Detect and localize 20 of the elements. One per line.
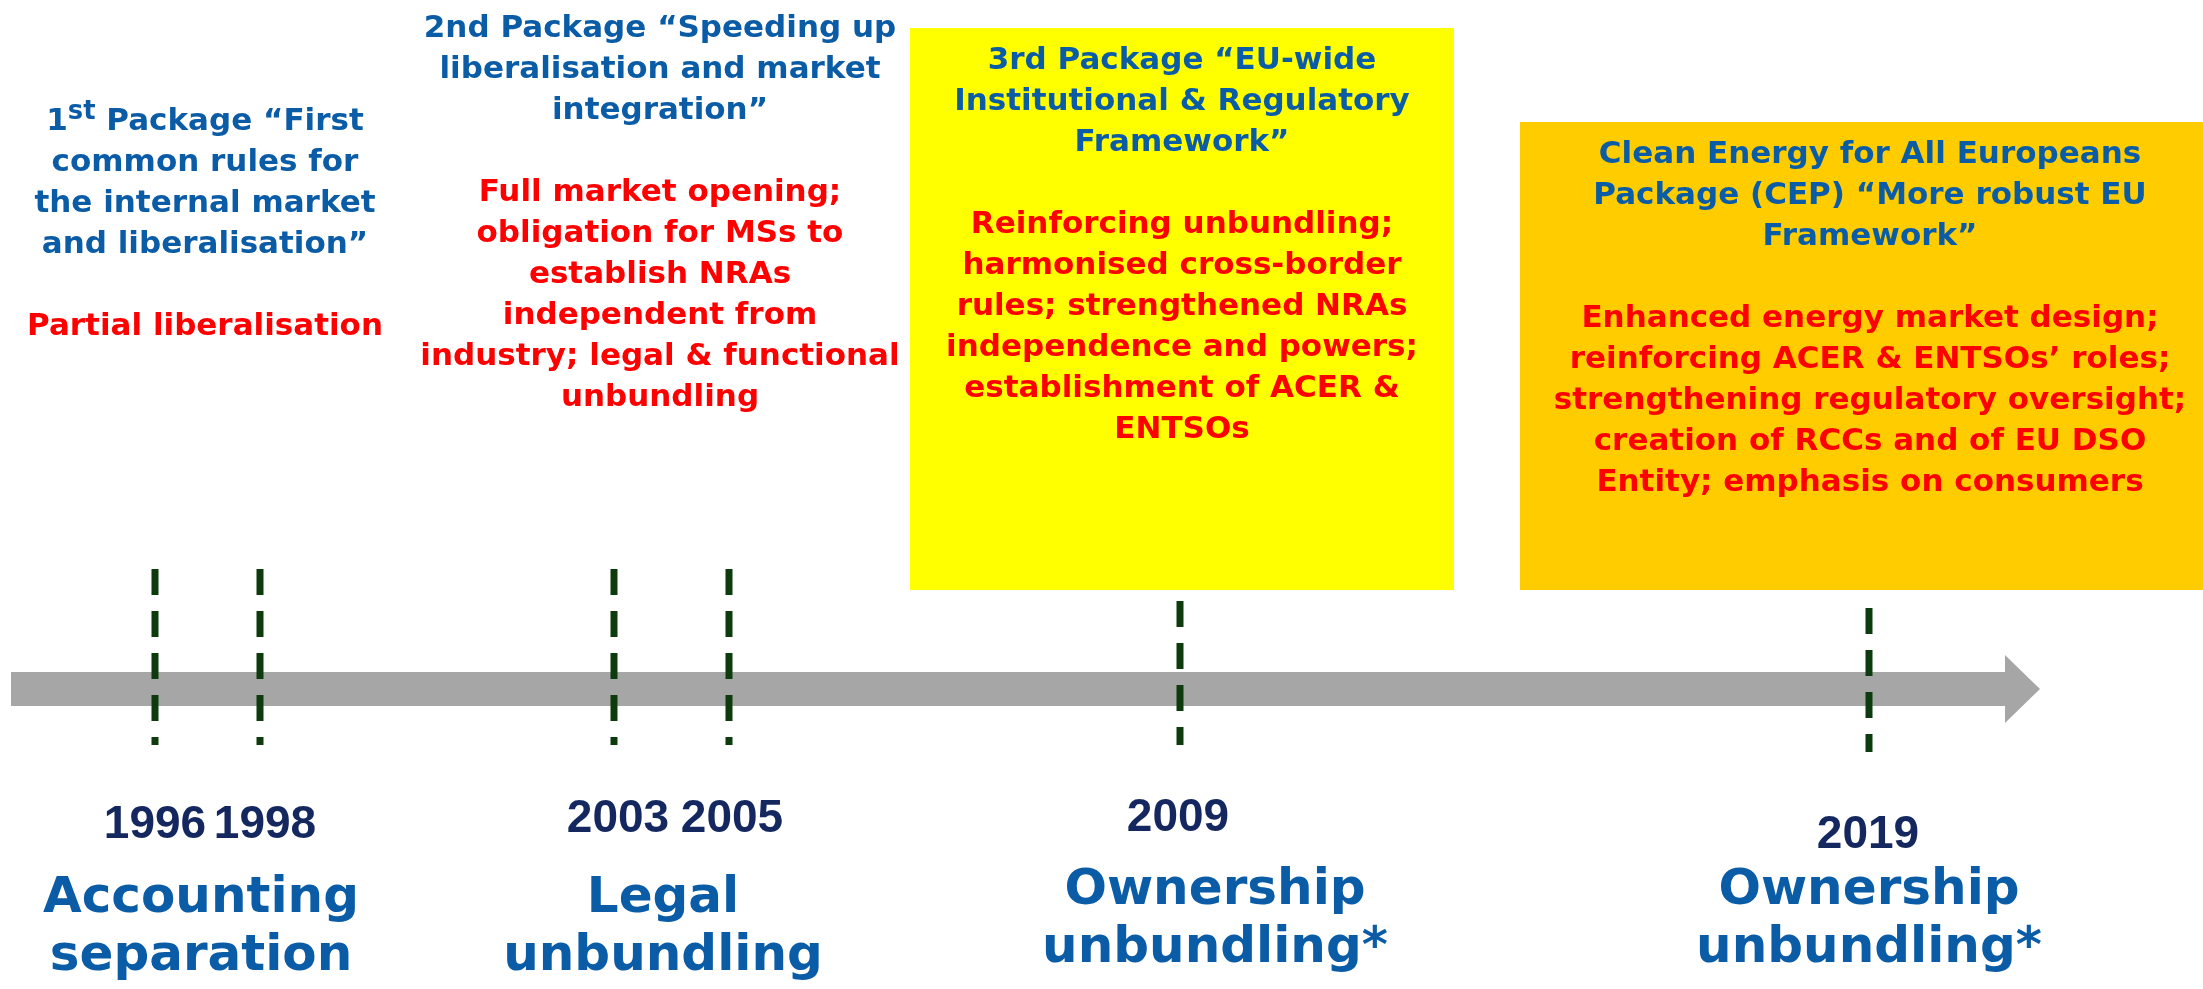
package-description: Partial liberalisation (26, 305, 384, 345)
year-label: 2019 (1816, 806, 1920, 858)
package-heading: 3rd Package “EU-wide Institutional & Regulatory Framework” (953, 39, 1411, 160)
stage-label: Accounting separation (42, 866, 360, 982)
package-description: Full market opening; obligation for MSs to establish NRAs independent from industry; legal & functional unbundling (420, 171, 900, 415)
year-label: 2009 (1126, 789, 1230, 841)
package-description: Reinforcing unbundling; harmonised cross-border rules; strengthened NRAs independence and powers; establishment of ACER & ENTSOs (945, 203, 1419, 447)
stage-label: Ownership unbundling* (1695, 858, 2043, 974)
year-label: 2003 (566, 790, 670, 842)
package-box (910, 28, 1454, 590)
package-heading: Clean Energy for All Europeans Package (CEP) “More robust EU Framework” (1592, 133, 2148, 254)
package-box (1520, 122, 2203, 590)
year-label: 1998 (213, 796, 317, 848)
year-label: 1996 (103, 796, 207, 848)
package-heading: 2nd Package “Speeding up liberalisation and market integration” (422, 7, 898, 128)
package-heading: 1$^{st}$ Package “First common rules for the internal market and liberalisation” (33, 94, 377, 263)
stage-label: Ownership unbundling* (1041, 858, 1389, 974)
stage-label: Legal unbundling (502, 866, 824, 982)
package-description: Enhanced energy market design; reinforcing ACER & ENTSOs’ roles; strengthening regulatory oversight; creation of RCCs and of EU DSO Entity; emphasis on consumers (1552, 297, 2188, 500)
year-label: 2005 (680, 790, 784, 842)
